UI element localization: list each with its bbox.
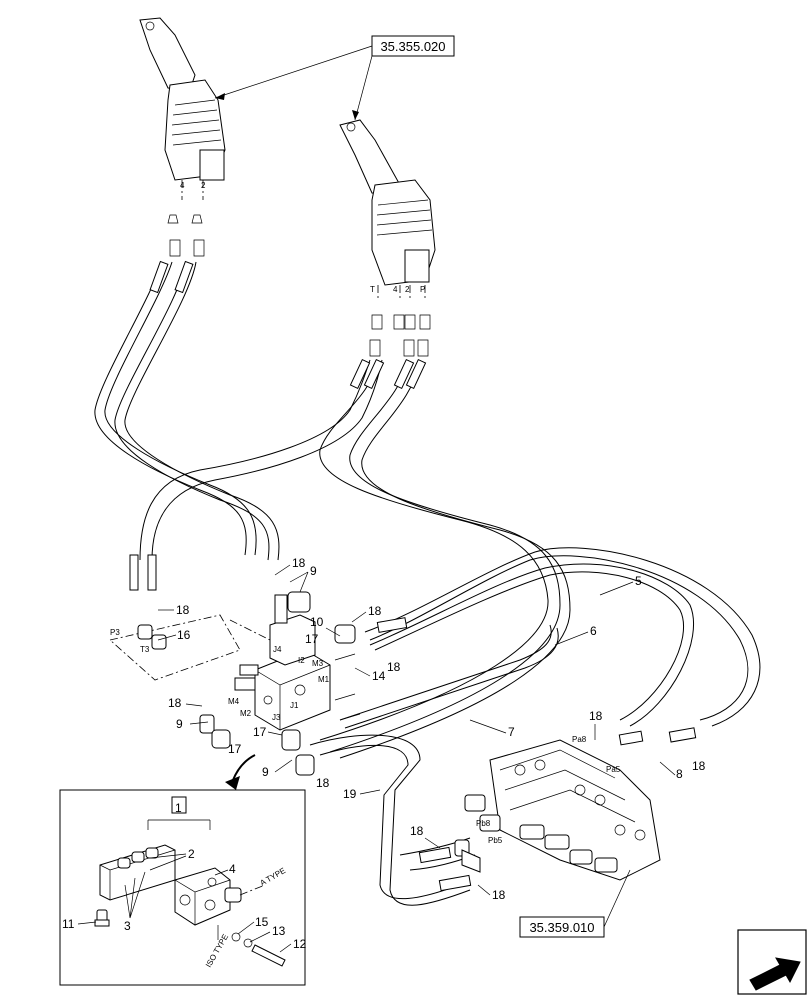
callout-11: 11	[62, 917, 75, 931]
reference-top-label: 35.355.020	[380, 39, 445, 54]
port-M4: M4	[228, 697, 240, 706]
reference-top[interactable]: 35.355.020	[371, 35, 455, 57]
arrow-icon	[749, 957, 801, 991]
port-M1: M1	[318, 675, 330, 684]
callout-4: 4	[229, 862, 236, 876]
callout-18-j: 18	[492, 888, 506, 902]
callout-6: 6	[590, 624, 597, 638]
callout-2: 2	[188, 847, 195, 861]
port-P3: P3	[110, 628, 120, 637]
reference-bottom-label: 35.359.010	[529, 920, 594, 935]
right-joystick: T 4 2 P	[339, 119, 436, 357]
port-I2: I2	[298, 656, 305, 665]
callout-17c: 17	[253, 725, 267, 739]
callouts: 1 2 3 4 5 6 7 8 9 9 9 10 11 12 13 15 14 …	[62, 556, 706, 953]
callout-13: 13	[272, 924, 286, 938]
callout-9b: 9	[176, 717, 183, 731]
callout-15: 15	[255, 915, 269, 929]
port-M2: M2	[240, 709, 252, 718]
callout-1: 1	[175, 801, 182, 815]
port-J3: J3	[272, 713, 281, 722]
port-4-right: 4	[393, 285, 398, 294]
port-P-right: P	[420, 285, 425, 294]
port-4-left: 4	[180, 181, 185, 190]
port-T3: T3	[140, 645, 150, 654]
callout-18-f: 18	[316, 776, 330, 790]
port-labels: P3 T3 M1 M2 M3 M4 J1 J3 J4 I2 Pa8 Pa5 Pb…	[110, 628, 621, 845]
callout-5: 5	[635, 574, 642, 588]
navigation-arrow[interactable]	[737, 929, 807, 995]
callout-19: 19	[343, 787, 357, 801]
callout-18-a: 18	[292, 556, 306, 570]
callout-18-g: 18	[589, 709, 603, 723]
callout-7: 7	[508, 725, 515, 739]
callout-18-i: 18	[410, 824, 424, 838]
hose-ferrules	[129, 260, 697, 892]
port-J1: J1	[290, 701, 299, 710]
left-joystick: 4 2	[139, 17, 226, 257]
callout-9a: 9	[310, 564, 317, 578]
port-J4: J4	[273, 645, 282, 654]
callout-18-e: 18	[168, 696, 182, 710]
reference-bottom-right[interactable]: 35.359.010	[519, 916, 605, 938]
callout-17a: 17	[305, 632, 319, 646]
port-Pb8: Pb8	[476, 819, 491, 828]
control-valve	[454, 739, 661, 881]
callout-17b: 17	[228, 742, 242, 756]
callout-10: 10	[310, 615, 324, 629]
port-2-left: 2	[201, 181, 206, 190]
port-Pa8: Pa8	[572, 735, 587, 744]
callout-18-h: 18	[692, 759, 706, 773]
port-M3: M3	[312, 659, 324, 668]
callout-3: 3	[124, 919, 131, 933]
callout-18-b: 18	[176, 603, 190, 617]
callout-14: 14	[372, 669, 386, 683]
inset-detail	[59, 789, 306, 986]
hose-routing	[94, 261, 761, 906]
callout-18-d: 18	[387, 660, 401, 674]
callout-12: 12	[293, 937, 307, 951]
port-Pb5: Pb5	[488, 836, 503, 845]
callout-9c: 9	[262, 765, 269, 779]
manifold-block	[109, 591, 361, 776]
port-T-right: T	[370, 285, 375, 294]
callout-8: 8	[676, 767, 683, 781]
port-Pa5: Pa5	[606, 765, 621, 774]
callout-16: 16	[177, 628, 191, 642]
callout-18-c: 18	[368, 604, 382, 618]
port-2-right: 2	[405, 285, 410, 294]
